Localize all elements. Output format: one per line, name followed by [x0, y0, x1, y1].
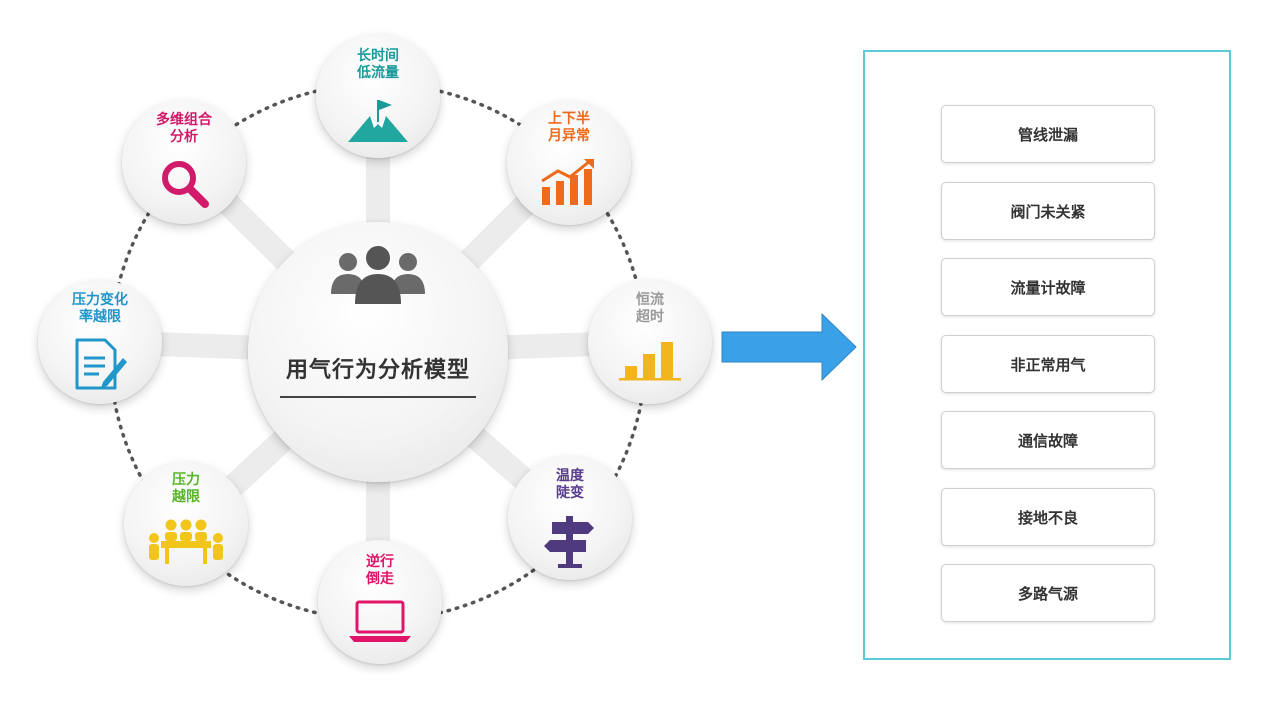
node-label: 压力变化率越限: [72, 292, 128, 325]
node-half-month: 上下半月异常: [507, 101, 631, 225]
node-constant-overtime: 恒流超时: [588, 280, 712, 404]
node-label: 上下半月异常: [548, 111, 590, 144]
node-label: 多维组合分析: [156, 112, 212, 145]
people-group-icon: [331, 246, 425, 304]
node-label: 长时间低流量: [357, 48, 399, 81]
mountain-flag-icon: [348, 100, 408, 142]
node-label: 逆行倒走: [366, 554, 394, 587]
result-item: 通信故障: [941, 411, 1155, 469]
rising-bars-chart-icon: [541, 159, 594, 205]
node-label: 压力越限: [172, 472, 200, 505]
node-label: 恒流超时: [636, 292, 664, 325]
node-long-low-flow: 长时间低流量: [316, 34, 440, 158]
node-reverse: 逆行倒走: [318, 540, 442, 664]
node-pressure-limit: 压力越限: [124, 462, 248, 586]
center-underline: [280, 396, 476, 398]
result-item: 非正常用气: [941, 335, 1155, 393]
result-item: 接地不良: [941, 488, 1155, 546]
laptop-icon: [349, 600, 411, 642]
result-item: 多路气源: [941, 564, 1155, 622]
result-panel: 管线泄漏 阀门未关紧 流量计故障 非正常用气 通信故障 接地不良 多路气源: [863, 50, 1231, 660]
node-multi-dim: 多维组合分析: [122, 100, 246, 224]
node-label: 温度陡变: [556, 468, 584, 501]
document-pen-icon: [75, 338, 127, 390]
flow-arrow: [721, 312, 857, 382]
result-item: 管线泄漏: [941, 105, 1155, 163]
node-pressure-rate: 压力变化率越限: [38, 280, 162, 404]
magnifier-icon: [162, 161, 209, 208]
center-title: 用气行为分析模型: [285, 358, 470, 383]
meeting-table-icon: [149, 519, 223, 564]
center-node: 用气行为分析模型: [248, 222, 508, 482]
signpost-icon: [544, 516, 594, 568]
result-item: 阀门未关紧: [941, 182, 1155, 240]
bar-chart-icon: [619, 342, 681, 381]
result-item: 流量计故障: [941, 258, 1155, 316]
node-temperature: 温度陡变: [508, 456, 632, 580]
